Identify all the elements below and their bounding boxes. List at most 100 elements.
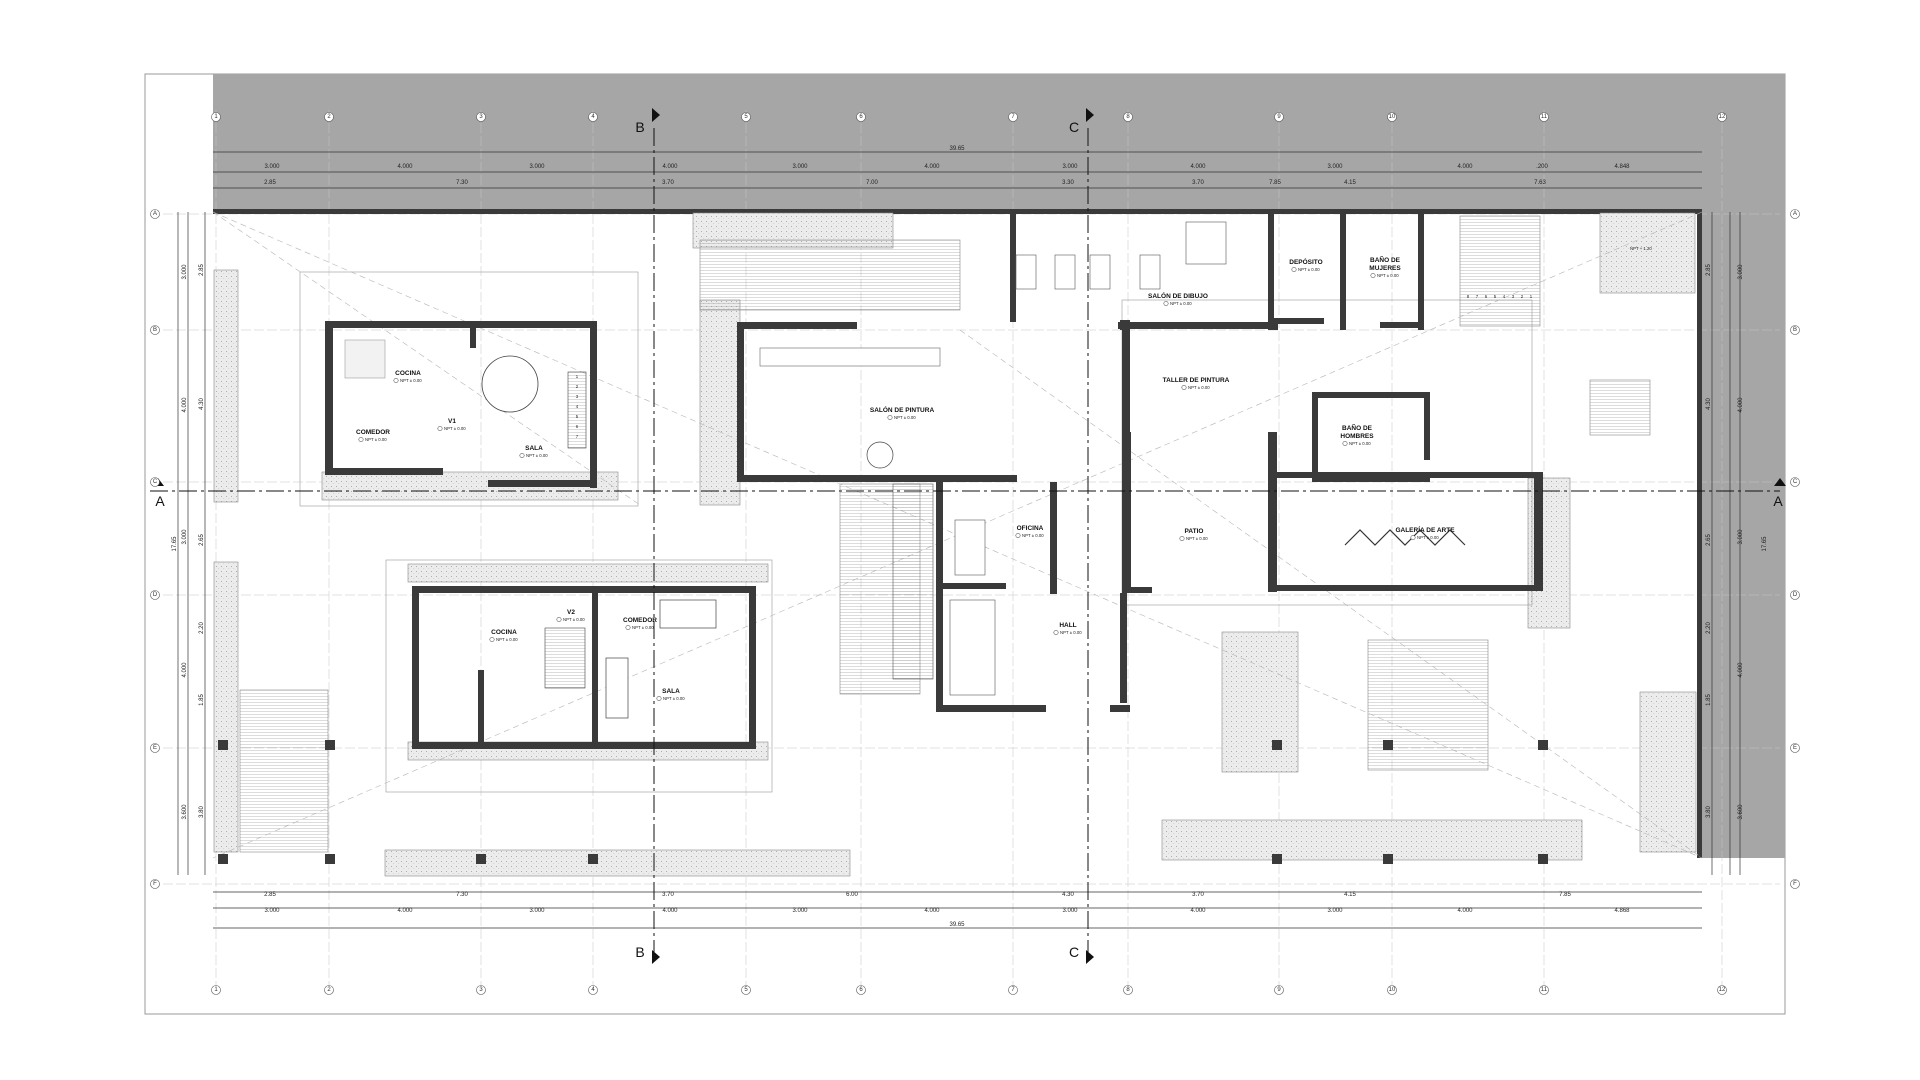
dim-text: 3.30 <box>1062 180 1074 186</box>
grid-bubble-col-3-top: 3 <box>476 112 486 122</box>
grid-row-label: A <box>1793 211 1797 217</box>
grid-col-label: 11 <box>1541 987 1548 993</box>
dim-text: .200 <box>1536 164 1548 170</box>
room-name: SALÓN DE PINTURA <box>870 405 935 414</box>
upper-terrace-level: NPT + 1.20 <box>1630 246 1652 251</box>
grid-col-label: 10 <box>1389 987 1396 993</box>
grid-col-label: 1 <box>214 114 218 120</box>
room-name: COMEDOR <box>623 617 657 624</box>
grid-bubble-col-5-bottom: 5 <box>741 985 751 995</box>
grid-col-label: 3 <box>479 114 483 120</box>
dim-text: 1.85 <box>1706 694 1712 706</box>
room-name: SALA <box>525 445 543 452</box>
dim-text: 7.30 <box>456 892 468 898</box>
dim-text: 4.000 <box>1190 164 1206 170</box>
grid-row-label: A <box>153 211 157 217</box>
dim-text: 4.848 <box>1614 164 1630 170</box>
grid-row-label: C <box>153 479 158 485</box>
mens-restroom-walls <box>1312 392 1430 482</box>
grid-row-label: D <box>153 592 158 598</box>
dim-text: 4.000 <box>1190 908 1206 914</box>
grid-col-label: 8 <box>1126 114 1130 120</box>
grid-col-label: 4 <box>591 114 595 120</box>
dwelling-v1 <box>325 321 597 488</box>
room-level: NPT ± 0.00 <box>400 378 422 383</box>
room-name: COMEDOR <box>356 429 390 436</box>
room-level: NPT ± 0.00 <box>526 453 548 458</box>
stair-step-number: 3 <box>1512 294 1515 299</box>
dim-text: 2.20 <box>199 622 205 634</box>
dim-text: 4.000 <box>662 164 678 170</box>
dim-top-total: 39.65 <box>949 146 965 152</box>
grid-bubble-row-F-right: F <box>1790 879 1800 889</box>
room-name: HALL <box>1059 622 1076 629</box>
dim-text: 4.000 <box>1738 662 1744 678</box>
grid-col-label: 4 <box>591 987 595 993</box>
stair-step-number: 4 <box>576 404 579 409</box>
dim-text: 2.85 <box>264 180 276 186</box>
dim-text: 3.000 <box>1327 908 1343 914</box>
stair-step-number: 2 <box>1521 294 1524 299</box>
room-level: NPT ± 0.00 <box>1022 533 1044 538</box>
dim-text: 3.70 <box>1192 892 1204 898</box>
dim-text: 4.000 <box>397 908 413 914</box>
grid-bubble-col-8-top: 8 <box>1123 112 1133 122</box>
dim-text: 3.000 <box>792 908 808 914</box>
section-label-c-bottom: C <box>1069 944 1079 960</box>
grid-col-label: 7 <box>1011 987 1015 993</box>
grid-col-label: 8 <box>1126 987 1130 993</box>
dim-bottom-total: 39.65 <box>949 922 965 928</box>
dim-text: 2.85 <box>199 264 205 276</box>
dim-text: 4.868 <box>1614 908 1630 914</box>
dim-text: 3.000 <box>1062 908 1078 914</box>
room-name: DEPÓSITO <box>1289 257 1322 266</box>
grid-bubble-row-F-left: F <box>150 879 160 889</box>
grid-row-label: B <box>153 327 157 333</box>
grid-col-label: 9 <box>1277 114 1281 120</box>
dim-text: 4.000 <box>182 397 188 413</box>
stair-step-number: 7 <box>1476 294 1479 299</box>
dim-text: 3.000 <box>529 164 545 170</box>
section-cut-lines <box>150 128 1780 960</box>
stair-step-number: 1 <box>1530 294 1533 299</box>
grid-bubble-row-E-left: E <box>150 743 160 753</box>
grid-col-label: 9 <box>1277 987 1281 993</box>
dim-text: 3.70 <box>662 892 674 898</box>
room-level: NPT ± 0.00 <box>1417 535 1439 540</box>
grid-bubble-row-B-left: B <box>150 325 160 335</box>
room-level: NPT ± 0.00 <box>365 437 387 442</box>
room-level: NPT ± 0.00 <box>1186 536 1208 541</box>
stair-step-number: 5 <box>576 414 579 419</box>
dim-text: 7.85 <box>1269 180 1281 186</box>
grid-col-label: 12 <box>1719 987 1726 993</box>
dim-text: 1.85 <box>199 694 205 706</box>
room-name: GALERÍA DE ARTE <box>1395 525 1455 534</box>
dim-right-total: 17.65 <box>1762 536 1768 552</box>
grid-bubble-col-8-bottom: 8 <box>1123 985 1133 995</box>
room-name: BAÑO DE <box>1342 423 1373 432</box>
stair-step-number: 1 <box>576 374 579 379</box>
room-level: NPT ± 0.00 <box>496 637 518 642</box>
grid-col-label: 5 <box>744 114 748 120</box>
grid-col-label: 6 <box>859 987 863 993</box>
dim-text: 3.70 <box>1192 180 1204 186</box>
room-name: TALLER DE PINTURA <box>1163 377 1230 384</box>
grid-bubble-row-E-right: E <box>1790 743 1800 753</box>
section-label-a-left: A <box>155 493 165 509</box>
dim-text: 3.000 <box>1738 264 1744 280</box>
dim-text: 2.65 <box>199 534 205 546</box>
grid-bubble-row-D-left: D <box>150 590 160 600</box>
